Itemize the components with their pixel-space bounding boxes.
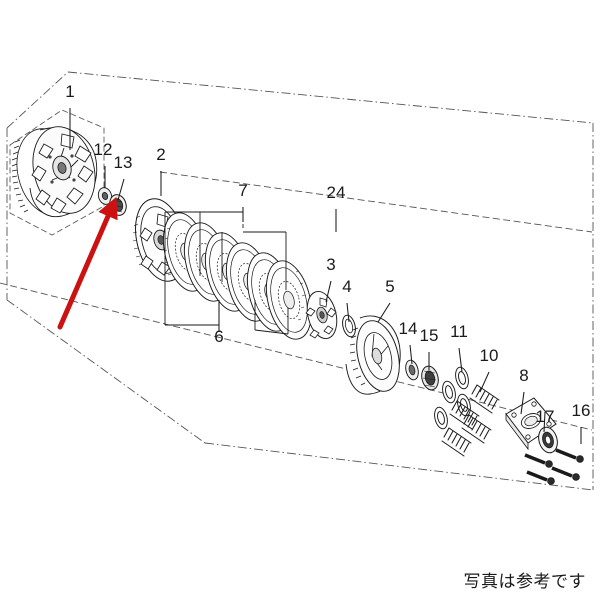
callout-number-6: 6 xyxy=(214,327,223,346)
washer xyxy=(434,406,448,430)
part-1-inset-box xyxy=(9,109,105,236)
callout-number-11: 11 xyxy=(450,322,468,341)
callout-number-1: 1 xyxy=(65,82,74,101)
callout-leader-14 xyxy=(409,344,413,365)
part-pressure-plate-inner xyxy=(305,290,338,340)
callout-number-24: 24 xyxy=(327,183,346,202)
bolt xyxy=(524,453,553,468)
diagram-frame xyxy=(6,71,594,491)
spring xyxy=(441,427,472,457)
part-oil-seal xyxy=(538,426,558,454)
callout-number-10: 10 xyxy=(480,346,499,365)
callout-number-4: 4 xyxy=(342,277,351,296)
reference-caption: 写真は参考です xyxy=(463,572,586,592)
callout-leader-5 xyxy=(377,302,391,323)
callout-number-14: 14 xyxy=(399,319,418,338)
clutch-plate-stack xyxy=(162,212,313,340)
callout-leader-13 xyxy=(117,178,125,201)
callout-leader-11 xyxy=(458,347,463,373)
bolt xyxy=(526,470,555,485)
part-clutch-springs xyxy=(441,384,500,457)
part-bearing-thrust xyxy=(421,365,439,391)
bolt xyxy=(551,466,580,481)
part-clutch-outer-basket xyxy=(11,126,98,218)
callout-number-15: 15 xyxy=(420,326,439,345)
clutch-plate-steel xyxy=(265,260,313,340)
callout-leader-10 xyxy=(479,371,490,393)
part-clutch-gear xyxy=(345,315,401,395)
callout-number-2: 2 xyxy=(156,145,165,164)
callout-leaders xyxy=(69,108,582,444)
callout-number-7: 7 xyxy=(238,181,247,200)
spring xyxy=(469,384,500,414)
callout-leader-17 xyxy=(543,411,546,433)
callout-leader-4 xyxy=(346,302,350,323)
part-bolts xyxy=(524,448,584,485)
red-reference-arrow xyxy=(57,196,118,330)
part-spring-seat-washers xyxy=(434,366,471,430)
callout-number-5: 5 xyxy=(385,277,394,296)
part-thrust-washer xyxy=(405,359,419,381)
callout-number-17: 17 xyxy=(536,407,555,426)
gear-teeth xyxy=(11,139,29,213)
spring xyxy=(461,414,492,444)
callout-number-3: 3 xyxy=(326,255,335,274)
callout-leader-3 xyxy=(325,280,332,303)
callout-number-13: 13 xyxy=(114,153,133,172)
bolt xyxy=(555,448,584,463)
washer xyxy=(457,393,471,417)
washer xyxy=(455,366,469,390)
callout-number-16: 16 xyxy=(572,401,591,420)
red-reference-arrow-line xyxy=(57,196,118,330)
part-o-ring xyxy=(342,314,356,338)
washer xyxy=(442,380,456,404)
callout-number-8: 8 xyxy=(519,366,528,385)
callout-number-12: 12 xyxy=(94,140,113,159)
frame-diagonal-divider xyxy=(0,171,593,431)
callout-leader-8 xyxy=(520,391,525,415)
